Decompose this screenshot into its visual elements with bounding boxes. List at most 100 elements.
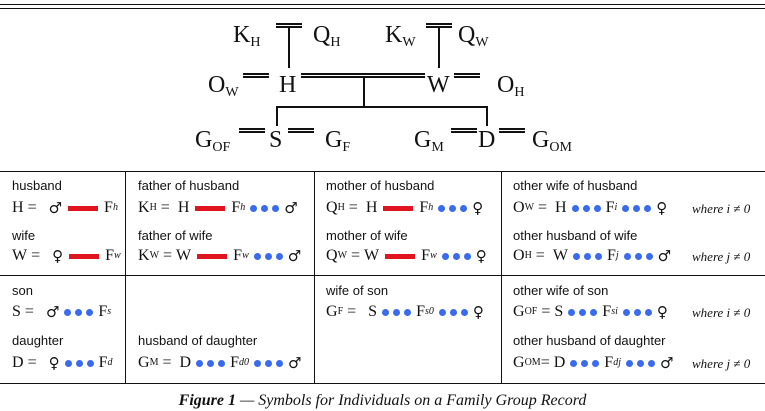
red-bar [195,205,226,211]
dots-connector [196,359,226,367]
table-mid-rule [0,275,765,276]
col-divider-1 [125,171,126,383]
col-divider-3 [501,171,502,383]
label-wife: wife [12,228,36,243]
dots-connector [441,252,471,260]
dots-connector [438,204,468,212]
node-g-m: GM [414,127,444,155]
label-father-husband: father of husband [138,178,240,193]
table-top-rule [0,171,765,172]
node-g-om: GOM [532,127,572,155]
dots-connector [64,359,94,367]
label-husband: husband [12,178,62,193]
figure-caption: Figure 1 — Symbols for Individuals on a … [178,392,587,409]
node-q-h: QH [313,22,341,50]
female-icon: ♀ [472,303,484,321]
red-bar [197,253,228,259]
label-husband-daughter: husband of daughter [138,333,258,348]
red-bar [385,253,416,259]
link-gm-d [451,128,477,133]
node-o-w: OW [208,72,239,100]
female-icon: ♀ [52,247,64,265]
top-rule-2 [0,8,765,9]
parent-link-w [438,28,440,68]
male-icon: ♂ [657,247,672,265]
condition-j: where j ≠ 0 [692,249,751,264]
link-kh-qh [276,23,302,28]
link-gof-s [239,128,265,133]
child-link-s [276,106,278,126]
male-icon: ♂ [284,199,298,217]
condition-i: where i ≠ 0 [692,305,751,320]
sibling-bar [276,106,488,108]
male-icon: ♂ [659,354,674,372]
parent-link-h [288,28,290,68]
link-ow-h [243,73,269,78]
dots-connector [570,359,600,367]
red-bar [383,205,414,211]
red-bar [68,205,99,211]
label-other-wife-husband: other wife of husband [513,178,638,193]
descent-link [363,78,365,106]
label-father-wife: father of wife [138,228,213,243]
node-k-w: KW [385,22,416,50]
female-icon: ♀ [656,199,668,217]
dots-connector [253,359,283,367]
dots-connector [571,204,601,212]
dots-connector [623,252,653,260]
node-k-h: KH [233,22,261,50]
condition-j: where j ≠ 0 [692,356,751,371]
node-w: W [427,72,450,98]
dots-connector [625,359,655,367]
link-d-gom [499,128,525,133]
dots-connector [622,204,652,212]
dots-connector [622,308,652,316]
label-other-husband-wife: other husband of wife [513,228,638,243]
female-icon: ♀ [472,199,484,217]
child-link-d [486,106,488,126]
female-icon: ♀ [475,247,487,265]
node-g-f: GF [325,127,351,155]
node-s: S [269,127,283,153]
label-son: son [12,283,33,298]
dots-connector [438,308,468,316]
link-s-gf [288,128,314,133]
male-icon: ♂ [287,247,302,265]
top-rule-1 [0,4,765,5]
male-icon: ♂ [287,354,302,372]
dots-connector [64,308,94,316]
dots-connector [253,252,283,260]
label-daughter: daughter [12,333,64,348]
node-q-w: QW [458,22,489,50]
node-g-of: GOF [195,127,231,155]
label-wife-son: wife of son [326,283,389,298]
link-w-oh [454,73,480,78]
label-other-wife-son: other wife of son [513,283,609,298]
node-h: H [279,72,297,98]
node-o-h: OH [497,72,525,100]
dots-connector [568,308,598,316]
dots-connector [250,204,280,212]
dots-connector [572,252,602,260]
col-divider-2 [314,171,315,383]
label-mother-wife: mother of wife [326,228,408,243]
female-icon: ♀ [656,303,668,321]
marriage-link [301,73,425,78]
male-icon: ♂ [48,199,63,217]
label-mother-husband: mother of husband [326,178,435,193]
dots-connector [382,308,412,316]
condition-i: where i ≠ 0 [692,201,751,216]
link-kw-qw [426,23,452,28]
